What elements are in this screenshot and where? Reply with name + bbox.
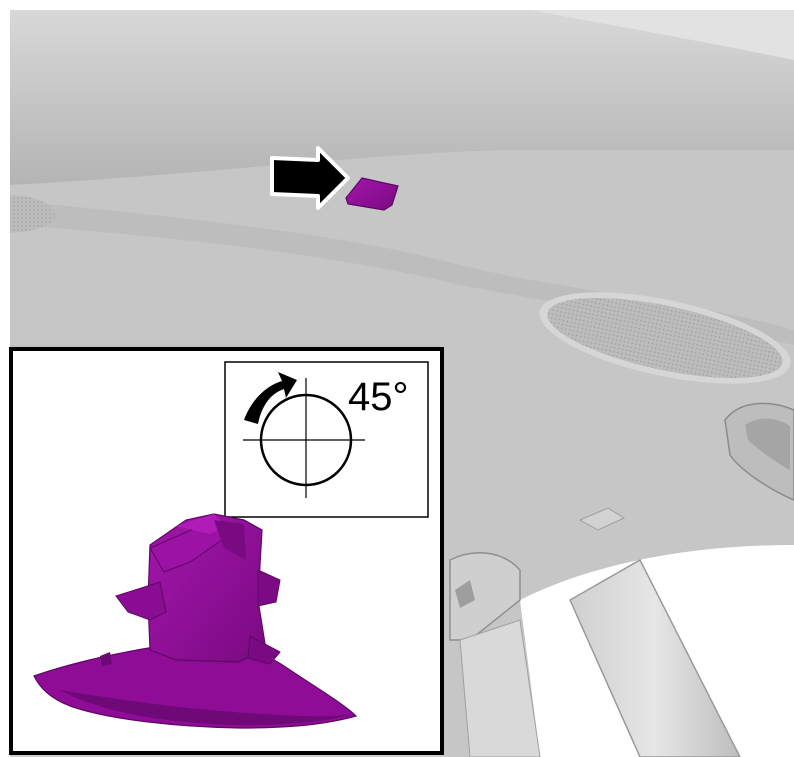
detail-inset: 45° <box>9 347 444 755</box>
rotation-instruction-box: 45° <box>224 361 429 518</box>
crosshair-circle-icon <box>243 378 365 498</box>
clip-detail <box>33 513 358 729</box>
left-speaker-grille <box>10 195 55 233</box>
roof-pillar <box>569 558 741 757</box>
rotate-clockwise-icon <box>244 372 297 424</box>
clip-location-marker <box>345 177 399 211</box>
arrow-right-icon <box>270 146 350 210</box>
rotation-angle-label: 45° <box>348 375 409 419</box>
